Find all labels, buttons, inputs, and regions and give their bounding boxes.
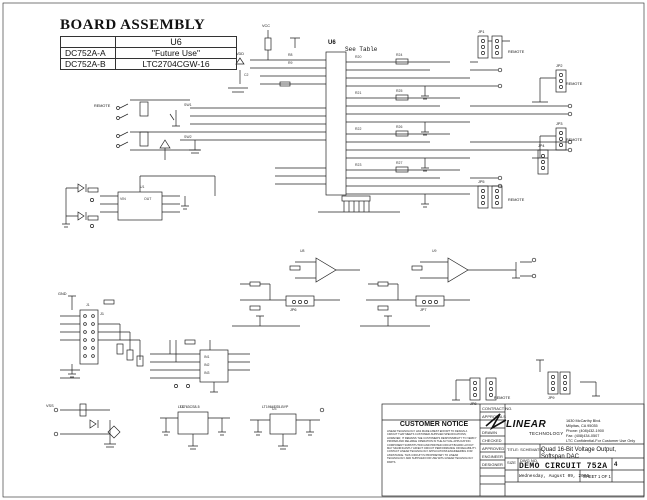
svg-text:IN2: IN2 (204, 363, 210, 367)
company-logo: LINEAR (506, 419, 547, 430)
address-line: Fax: (408)434-0507 (566, 434, 600, 438)
connector-label: J1 (100, 312, 105, 316)
table-row: DC752A-B LTC2704CGW-16 (60, 58, 237, 70)
opamp-stage-1 (232, 257, 360, 327)
engineer-label: ENGINEER (482, 454, 503, 459)
customer-notice-body: LINEAR TECHNOLOGY HAS MADE A BEST EFFORT… (387, 430, 477, 464)
svg-text:U1: U1 (140, 185, 145, 189)
drawing-main-title: DEMO CIRCUIT 752A (519, 462, 608, 471)
u6-designator: U6 (328, 40, 336, 46)
net-label-remote: REMOTE (508, 50, 525, 54)
svg-text:R20: R20 (355, 55, 361, 59)
address-line: 1630 McCarthy Blvd. (566, 419, 602, 423)
title-label: TITLE: SCHEMATIC (507, 447, 544, 452)
designer-label: DESIGNER (482, 462, 503, 467)
svg-text:R25: R25 (396, 89, 402, 93)
jumper-label: JP5 (478, 180, 485, 184)
svg-text:J1: J1 (86, 303, 90, 307)
schematic-title: Quad 16-Bit Voltage Output, Softspan DAC (541, 447, 616, 461)
assembly-cell: DC752A-A (60, 47, 116, 59)
svg-text:U8: U8 (300, 249, 305, 253)
net-label-remote: REMOTE (508, 198, 525, 202)
company-address: 1630 McCarthy Blvd. Milpitas, CA 95035 P… (566, 419, 635, 444)
table-corner (60, 36, 116, 48)
svg-text:R27: R27 (396, 161, 402, 165)
checked-label: CHECKED (482, 438, 502, 443)
regulator-1-body (177, 411, 209, 435)
rail-label: GND (58, 292, 67, 296)
jumper-label: JP3 (556, 122, 563, 126)
svg-text:C2: C2 (244, 73, 249, 77)
svg-text:U2: U2 (180, 405, 185, 409)
svg-text:SW2: SW2 (184, 135, 192, 139)
u6-part-label: See Table (345, 46, 378, 53)
jumper-label: JP4 (538, 144, 545, 148)
board-assembly-title: BOARD ASSEMBLY (60, 17, 206, 33)
size-label: SIZE (507, 460, 516, 465)
drawing-date: Wednesday, August 09, 2006 (519, 474, 590, 479)
u6-part-cell: "Future Use" (115, 47, 237, 59)
customer-notice-title: CUSTOMER NOTICE (399, 421, 469, 428)
board-assembly-table: U6 DC752A-A "Future Use" DC752A-B LTC270… (60, 36, 237, 70)
sheet-number: SHEET 1 OF 1 (583, 474, 611, 479)
jumper-label: JP7 (420, 308, 427, 312)
table-header-u6: U6 (115, 36, 237, 48)
svg-text:R26: R26 (396, 125, 402, 129)
revision-number: 4 (614, 462, 618, 468)
jumper-label: JP9 (548, 396, 555, 400)
net-label-remote: REMOTE (94, 104, 111, 108)
net-label-remote: REMOTE (566, 82, 583, 86)
svg-text:IN1: IN1 (204, 355, 210, 359)
jumper-label: JP6 (290, 308, 297, 312)
regulator-part-label: LT1964ES5-BYP (262, 405, 289, 409)
rail-label: VSS (46, 404, 54, 408)
drawn-label: DRAWN (482, 430, 497, 435)
svg-text:R8: R8 (288, 53, 293, 57)
rail-label: VDD (236, 52, 245, 56)
approved-label: APPROVED (482, 446, 505, 451)
jumper-group-top-right (470, 35, 510, 63)
schematic-title-line2: Softspan DAC (541, 454, 580, 460)
svg-text:R9: R9 (288, 61, 293, 65)
title-block-frame (381, 403, 645, 497)
regulator-part-label: LT1763CS8-5 (178, 405, 200, 409)
net-label-remote: REMOTE (494, 396, 511, 400)
regulator-2-body (269, 413, 297, 435)
svg-text:IN3: IN3 (204, 371, 210, 375)
opamp-stage-2 (360, 257, 490, 327)
jumper-group-mid-right-2 (532, 127, 567, 159)
approvals-label: APPROVALS (482, 414, 506, 419)
u6-ic-body (325, 51, 347, 196)
svg-text:U9: U9 (432, 249, 437, 253)
contract-no-label: CONTRACT NO. (482, 406, 513, 411)
company-logo-sub: TECHNOLOGY (529, 431, 564, 436)
jumper-label: JP8 (470, 402, 477, 406)
jumper-label: JP1 (478, 30, 485, 34)
svg-text:R21: R21 (355, 91, 361, 95)
svg-text:U3: U3 (272, 407, 277, 411)
svg-text:OUT: OUT (144, 197, 152, 201)
address-line: LTC Confidential-For Customer Use Only (566, 439, 636, 443)
assembly-cell: DC752A-B (60, 58, 116, 70)
address-line: Milpitas, CA 95035 (566, 424, 598, 428)
address-line: Phone: (408)432-1900 (566, 429, 604, 433)
table-row: DC752A-A "Future Use" (60, 47, 237, 59)
svg-text:R24: R24 (396, 53, 402, 57)
svg-text:R22: R22 (355, 127, 361, 131)
jumper-label: JP2 (556, 64, 563, 68)
svg-text:VIN: VIN (120, 197, 126, 201)
net-label-remote: REMOTE (566, 138, 583, 142)
svg-text:R23: R23 (355, 163, 361, 167)
rail-label: VCC (262, 24, 271, 28)
jumper-group-mid-right-1 (532, 69, 567, 103)
svg-text:SW1: SW1 (184, 103, 192, 107)
connector-j1-body (79, 309, 99, 365)
dwg-no-label: DWG NO. (520, 458, 538, 463)
schematic-title-line1: Quad 16-Bit Voltage Output, (541, 447, 617, 453)
u6-part-cell: LTC2704CGW-16 (115, 58, 237, 70)
